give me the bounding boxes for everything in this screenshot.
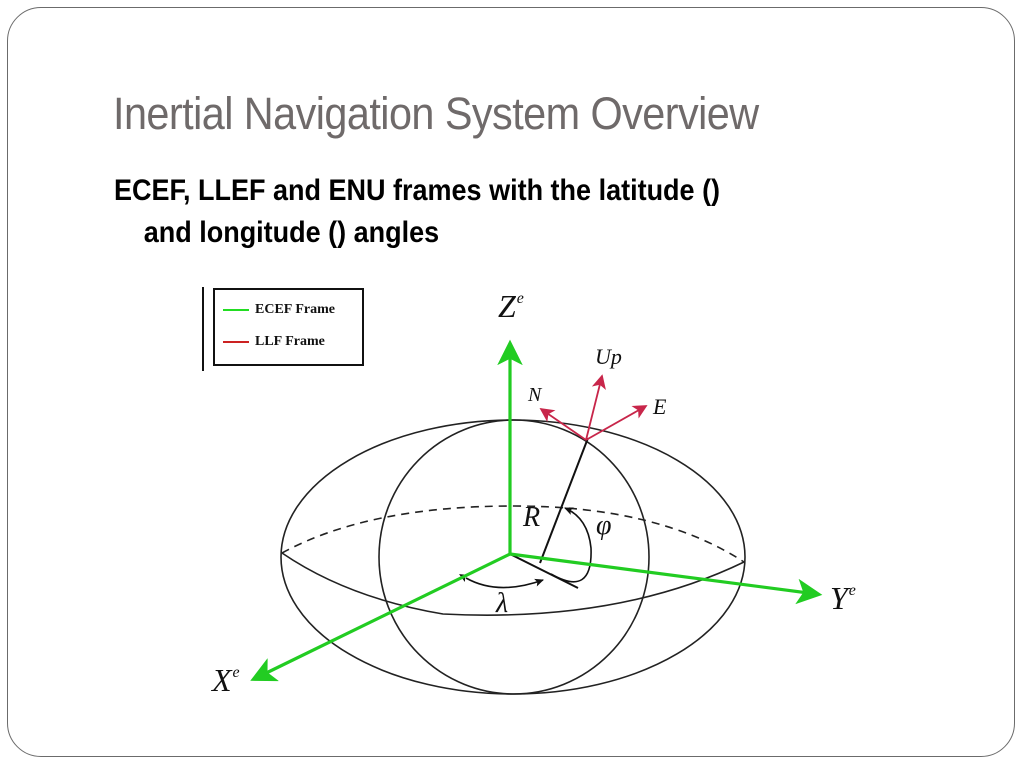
llf-swatch xyxy=(223,341,249,343)
bullet-line-1: ECEF, LLEF and ENU frames with the latit… xyxy=(114,174,721,207)
up-axis xyxy=(585,374,606,441)
bullet-text: ECEF, LLEF and ENU frames with the latit… xyxy=(114,170,906,254)
ecef-swatch xyxy=(223,309,249,311)
legend-label: LLF Frame xyxy=(255,334,325,349)
y-axis xyxy=(509,552,823,605)
ecef-llf-diagram: ECEF Frame LLF Frame Ze Ye Xe Up N E R φ… xyxy=(198,278,878,698)
legend-item-llf: LLF Frame xyxy=(223,332,325,352)
longitude-symbol: λ xyxy=(496,588,509,619)
legend-label: ECEF Frame xyxy=(255,302,335,317)
latitude-symbol: φ xyxy=(596,510,612,541)
up-label: Up xyxy=(595,344,622,369)
diagram-graphic xyxy=(250,339,823,695)
z-axis-label: Ze xyxy=(498,288,524,324)
slide-title: Inertial Navigation System Overview xyxy=(113,88,759,139)
ellipsoid xyxy=(280,419,746,695)
y-axis-label: Ye xyxy=(830,580,856,616)
east-label: E xyxy=(653,394,667,419)
radius-label: R xyxy=(523,502,541,533)
legend-item-ecef: ECEF Frame xyxy=(223,300,335,320)
x-axis-label: Xe xyxy=(212,662,240,698)
legend: ECEF Frame LLF Frame xyxy=(213,288,364,366)
north-label: N xyxy=(528,384,542,406)
east-axis xyxy=(585,405,648,441)
legend-side-bar xyxy=(202,287,204,371)
bullet-line-2: and longitude () angles xyxy=(143,216,440,249)
north-axis xyxy=(539,407,587,441)
x-axis xyxy=(250,552,511,682)
